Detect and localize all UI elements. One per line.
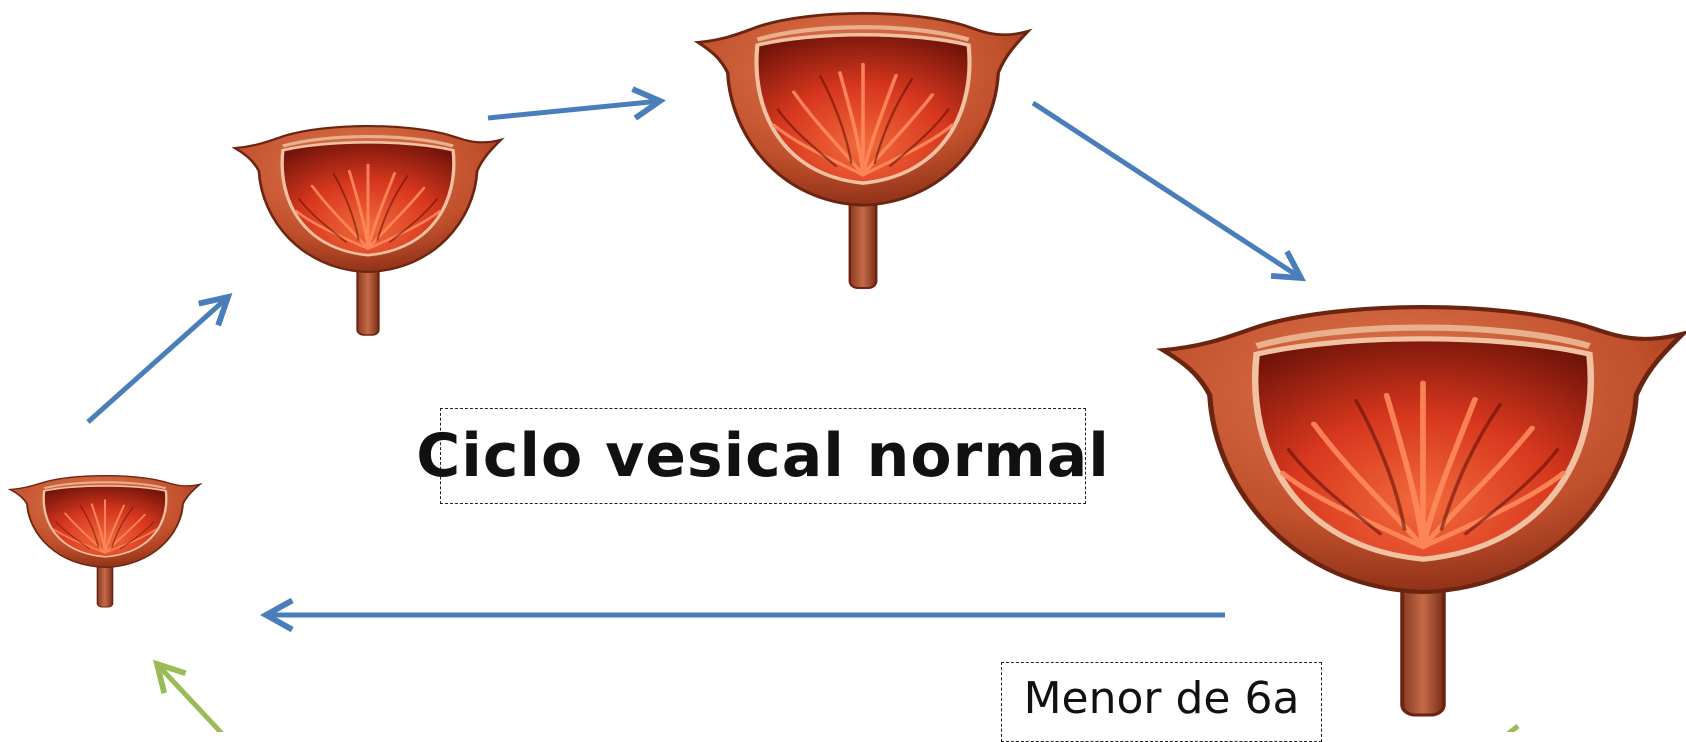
age-note: Menor de 6a bbox=[1024, 673, 1300, 724]
diagram-title: Ciclo vesical normal bbox=[416, 421, 1110, 491]
bladder-icon bbox=[1163, 307, 1683, 715]
bladder-icon bbox=[235, 126, 501, 335]
bladder-icon bbox=[10, 476, 200, 607]
arrow-icon bbox=[88, 297, 228, 422]
arrow-icon bbox=[488, 101, 660, 118]
note-box: Menor de 6a bbox=[1001, 662, 1322, 742]
arrow-icon bbox=[157, 664, 228, 732]
bladder-icon bbox=[698, 13, 1028, 288]
arrow-icon bbox=[1033, 103, 1301, 278]
arrow-icon bbox=[1500, 726, 1518, 732]
title-box: Ciclo vesical normal bbox=[440, 408, 1086, 504]
